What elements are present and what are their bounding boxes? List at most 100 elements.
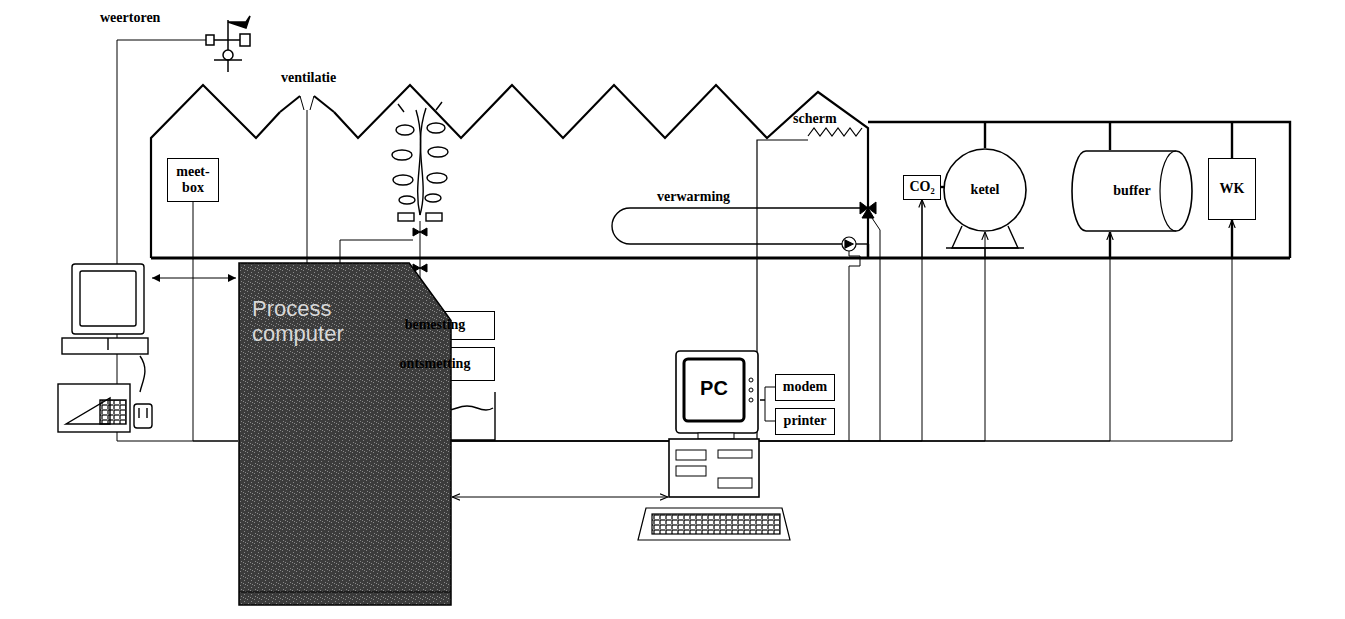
drive-slot	[718, 450, 752, 458]
pump	[842, 237, 856, 251]
mixing-valve	[860, 202, 880, 441]
buffer-outline	[1072, 151, 1192, 231]
weather-tower	[227, 20, 229, 72]
monitor-knob	[749, 378, 753, 382]
buffer-end	[1160, 151, 1176, 231]
pc-computer-outline	[668, 350, 760, 500]
monitor-knob	[749, 388, 753, 392]
ventilation-flaps	[280, 96, 300, 112]
part-label: scherm	[793, 111, 837, 126]
plant	[398, 102, 442, 112]
plant	[425, 194, 441, 202]
weather-tower	[214, 59, 242, 61]
operator-terminal	[58, 384, 130, 432]
node-text: ontsmetting	[400, 356, 471, 372]
operator-terminal	[140, 356, 145, 392]
plant	[399, 196, 415, 204]
boiler-outline	[944, 149, 1026, 231]
plant	[416, 110, 421, 215]
plant	[427, 123, 445, 133]
signal-line	[452, 497, 668, 498]
operator-terminal	[58, 264, 236, 432]
operator-terminal	[62, 338, 148, 354]
operator-terminal	[107, 338, 108, 350]
heating-pipes	[1109, 122, 1111, 150]
signal-line	[760, 387, 775, 400]
pump	[849, 251, 860, 441]
operator-terminal	[152, 278, 236, 279]
signal-line	[193, 202, 238, 441]
modem-box: modem	[775, 374, 835, 401]
signal-line	[452, 232, 985, 441]
printer-box: printer	[775, 408, 835, 435]
monitor-stand	[698, 433, 734, 439]
monitor-knob	[749, 398, 753, 402]
heating-pipes	[1231, 122, 1233, 158]
plant	[428, 147, 448, 157]
pump	[842, 237, 860, 441]
plant	[392, 150, 412, 160]
greenhouse-outline	[151, 85, 1290, 258]
heating-pipes	[612, 208, 868, 244]
node-text: Process computer	[252, 296, 412, 347]
weather-tower	[117, 40, 206, 41]
cabinet-outline	[239, 263, 451, 605]
monitor-body	[676, 351, 758, 433]
operator-terminal	[134, 404, 152, 428]
part-label: verwarming	[657, 189, 730, 204]
ventilation-flaps	[300, 96, 304, 110]
node-text: CO₂	[909, 179, 934, 195]
drive-slot	[718, 478, 752, 488]
operator-terminal	[100, 400, 126, 424]
screen-symbol	[757, 128, 862, 441]
node-text: bemesting	[405, 317, 466, 333]
pc-keyboard	[638, 508, 790, 540]
signal-line	[452, 220, 1232, 441]
operator-terminal	[146, 408, 147, 418]
weather-tower	[206, 35, 214, 45]
node-text: WK	[1220, 181, 1245, 197]
buffer-tank: buffer	[1072, 150, 1192, 232]
part-label: ventilatie	[281, 70, 336, 85]
signal-line	[452, 200, 922, 442]
heating-pipes	[984, 122, 986, 148]
node-text: ketel	[971, 182, 1000, 198]
ventilation-flaps	[314, 96, 334, 112]
system-unit	[669, 439, 759, 497]
sensor-box: meet- box	[167, 158, 219, 202]
heating-pipes	[856, 243, 868, 244]
weather-tower	[117, 16, 250, 441]
plant	[396, 125, 414, 135]
pc-drawing	[669, 351, 759, 497]
greenhouse-outline	[151, 257, 1290, 260]
weather-tower	[240, 34, 250, 46]
weather-tower	[228, 16, 250, 28]
part-label: weertoren	[100, 10, 160, 25]
weather-tower	[117, 40, 118, 441]
mixing-valve	[860, 202, 876, 218]
heating-pipes	[868, 122, 1290, 258]
screen-symbol	[808, 128, 862, 136]
pc-computer: PC	[668, 350, 760, 500]
operator-terminal	[72, 264, 144, 334]
plant	[426, 213, 442, 221]
plant	[398, 213, 414, 221]
heating-pipes	[867, 244, 869, 258]
boiler: ketel	[943, 148, 1027, 232]
plant	[393, 175, 413, 185]
drive-slot	[676, 450, 706, 460]
node-text: modem	[783, 379, 827, 395]
chp-unit: WK	[1208, 158, 1256, 220]
node-text: PC	[700, 377, 728, 400]
node-text: printer	[784, 413, 827, 429]
pc-keyboard	[638, 508, 790, 540]
plant	[413, 228, 427, 236]
plant	[427, 173, 447, 183]
node-text: buffer	[1113, 183, 1150, 199]
cabinet-plinth	[239, 592, 451, 593]
monitor-screen	[684, 359, 744, 421]
